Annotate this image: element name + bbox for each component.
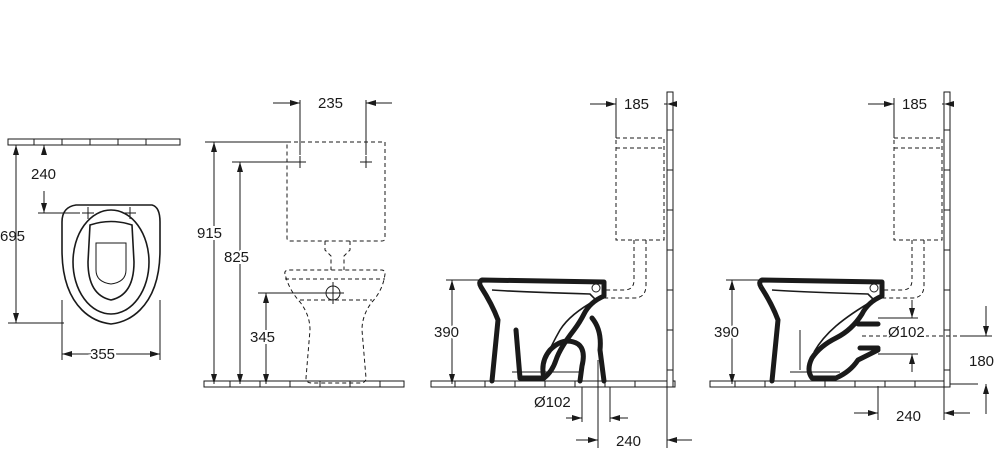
dimension-side-wall-outlet-distance — [854, 387, 970, 420]
top-view: 695 240 355 — [0, 138, 181, 365]
dim-side-floor-rim-height-label: 390 — [434, 324, 459, 341]
dim-front-fixing-height-label: 825 — [224, 249, 249, 266]
dimension-top-width — [61, 300, 161, 360]
dimension-side-floor-outlet-diameter — [566, 387, 628, 422]
top-view-water-area — [95, 242, 127, 285]
side-floor-wall — [666, 91, 674, 388]
side-wall-outlet-pipe — [855, 321, 881, 351]
dimension-side-floor-outlet-distance — [576, 387, 692, 448]
side-wall-wall — [943, 91, 951, 388]
front-view-cistern-neck — [324, 241, 351, 270]
front-view-bowl — [284, 269, 386, 384]
dim-top-width-label: 355 — [90, 346, 115, 363]
side-floor-trap — [540, 315, 607, 384]
side-view-floor-outlet: 185 390 Ø102 240 — [430, 91, 692, 450]
dimension-front-overall-height — [205, 141, 287, 384]
dimension-front-fixing-height — [232, 161, 296, 384]
dim-top-depth-label: 695 — [0, 228, 25, 245]
side-wall-floor — [709, 380, 951, 388]
dim-side-wall-outlet-height-label: 180 — [969, 353, 994, 370]
dimension-side-floor-rim-height — [446, 279, 482, 384]
dimension-side-wall-outlet-diameter — [878, 300, 918, 372]
dim-front-seat-height-label: 345 — [250, 329, 275, 346]
front-view-fixing-right-icon — [360, 156, 372, 168]
top-view-bowl-inner — [87, 220, 135, 301]
dim-front-overall-height-label: 915 — [197, 225, 222, 242]
dimension-front-seat-height — [258, 292, 322, 384]
side-floor-fixing-icon — [591, 283, 601, 293]
dim-front-cistern-width-label: 235 — [318, 95, 343, 112]
top-view-fixing-left-icon — [82, 207, 94, 219]
front-view-cistern — [286, 141, 386, 242]
top-view-bowl-outline — [61, 204, 161, 325]
side-wall-cistern — [893, 137, 943, 241]
side-floor-flush-pipe — [604, 240, 647, 299]
side-wall-fixing-icon — [869, 283, 879, 293]
dim-top-fixing-label: 240 — [31, 166, 56, 183]
side-floor-floor — [430, 380, 676, 388]
dimension-side-wall-rim-height — [726, 279, 762, 384]
dimension-side-wall-cistern-depth — [868, 98, 954, 138]
side-wall-bowl-inner — [771, 289, 876, 353]
dimension-side-floor-cistern-depth — [590, 98, 677, 138]
front-view-floor — [203, 380, 405, 388]
dimension-side-wall-outlet-height — [950, 306, 992, 414]
dim-side-wall-outlet-distance-label: 240 — [896, 408, 921, 425]
dim-side-floor-cistern-depth-label: 185 — [624, 96, 649, 113]
side-wall-flush-pipe — [882, 240, 925, 299]
dim-side-floor-outlet-distance-label: 240 — [616, 433, 641, 450]
dim-side-floor-outlet-diameter-label: Ø102 — [534, 394, 571, 411]
dimension-top-depth — [8, 144, 64, 324]
dimension-top-fixing — [38, 145, 80, 214]
top-view-wall — [7, 138, 181, 146]
dim-side-wall-cistern-depth-label: 185 — [902, 96, 927, 113]
side-wall-bowl — [757, 277, 885, 384]
side-floor-cistern — [615, 137, 665, 241]
front-view-inlet-icon — [322, 282, 344, 304]
top-view-fixing-right-icon — [124, 207, 136, 219]
side-view-wall-outlet: 185 390 Ø102 180 — [709, 91, 994, 425]
front-view: 235 915 825 345 — [195, 95, 405, 388]
dim-side-wall-outlet-diameter-label: Ø102 — [888, 324, 925, 341]
top-view-seat-outline — [72, 209, 150, 315]
dimension-front-cistern-width — [273, 100, 392, 155]
dim-side-wall-rim-height-label: 390 — [714, 324, 739, 341]
side-floor-bowl-inner — [491, 289, 598, 359]
side-floor-bowl — [477, 277, 607, 384]
